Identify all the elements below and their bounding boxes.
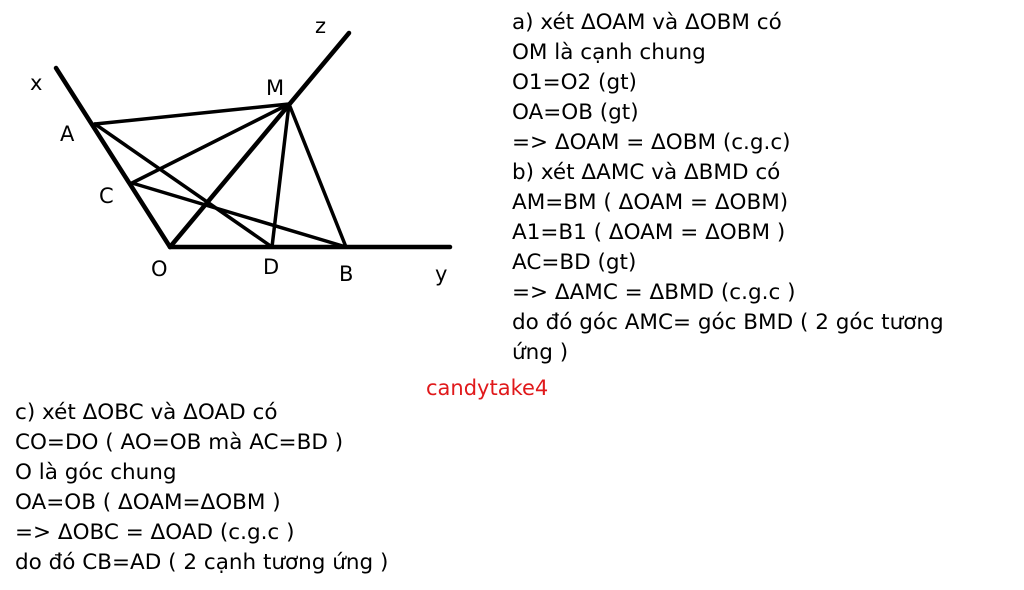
watermark: candytake4 — [426, 376, 549, 400]
text-line: => ΔAMC = ΔBMD (c.g.c ) — [512, 280, 796, 305]
solution-part-c: c) xét ΔOBC và ΔOAD có CO=DO ( AO=OB mà … — [15, 398, 388, 578]
label-c: C — [99, 184, 114, 208]
text-line: b) xét ΔAMC và ΔBMD có — [512, 160, 781, 185]
text-line: OM là cạnh chung — [512, 40, 706, 65]
text-line: CO=DO ( AO=OB mà AC=BD ) — [15, 430, 344, 455]
segment-am — [93, 102, 291, 126]
label-x: x — [30, 71, 42, 95]
text-line: OA=OB ( ΔOAM=ΔOBM ) — [15, 490, 281, 515]
text-line: O1=O2 (gt) — [512, 70, 637, 95]
label-d: D — [263, 255, 279, 279]
segment-cm — [130, 102, 291, 185]
label-b: B — [339, 262, 353, 286]
text-line: O là góc chung — [15, 460, 177, 485]
label-z: z — [315, 14, 326, 38]
segment-dm — [270, 102, 291, 249]
label-o: O — [151, 257, 168, 281]
segment-ad — [93, 122, 274, 249]
text-line: OA=OB (gt) — [512, 100, 639, 125]
label-a: A — [60, 122, 75, 146]
text-line: do đó CB=AD ( 2 cạnh tương ứng ) — [15, 550, 389, 575]
text-line: c) xét ΔOBC và ΔOAD có — [15, 400, 278, 425]
solution-part-a-b: a) xét ΔOAM và ΔOBM có OM là cạnh chung … — [512, 8, 944, 368]
label-y: y — [435, 262, 447, 286]
label-m: M — [266, 76, 284, 100]
text-line: AC=BD (gt) — [512, 250, 637, 275]
text-line: do đó góc AMC= góc BMD ( 2 góc tương — [512, 310, 944, 335]
segment-cb — [130, 181, 348, 249]
text-line: => ΔOAM = ΔOBM (c.g.c) — [512, 130, 791, 155]
ray-oz — [167, 30, 352, 250]
text-line: ứng ) — [512, 340, 569, 365]
segment-bm — [287, 102, 348, 249]
text-line: A1=B1 ( ΔOAM = ΔOBM ) — [512, 220, 786, 245]
text-line: AM=BM ( ΔOAM = ΔOBM) — [512, 190, 789, 215]
geometry-figure: x z M A C O D B y — [30, 14, 453, 286]
text-line: a) xét ΔOAM và ΔOBM có — [512, 10, 782, 35]
ray-ox — [53, 65, 173, 250]
text-line: => ΔOBC = ΔOAD (c.g.c ) — [15, 520, 295, 545]
